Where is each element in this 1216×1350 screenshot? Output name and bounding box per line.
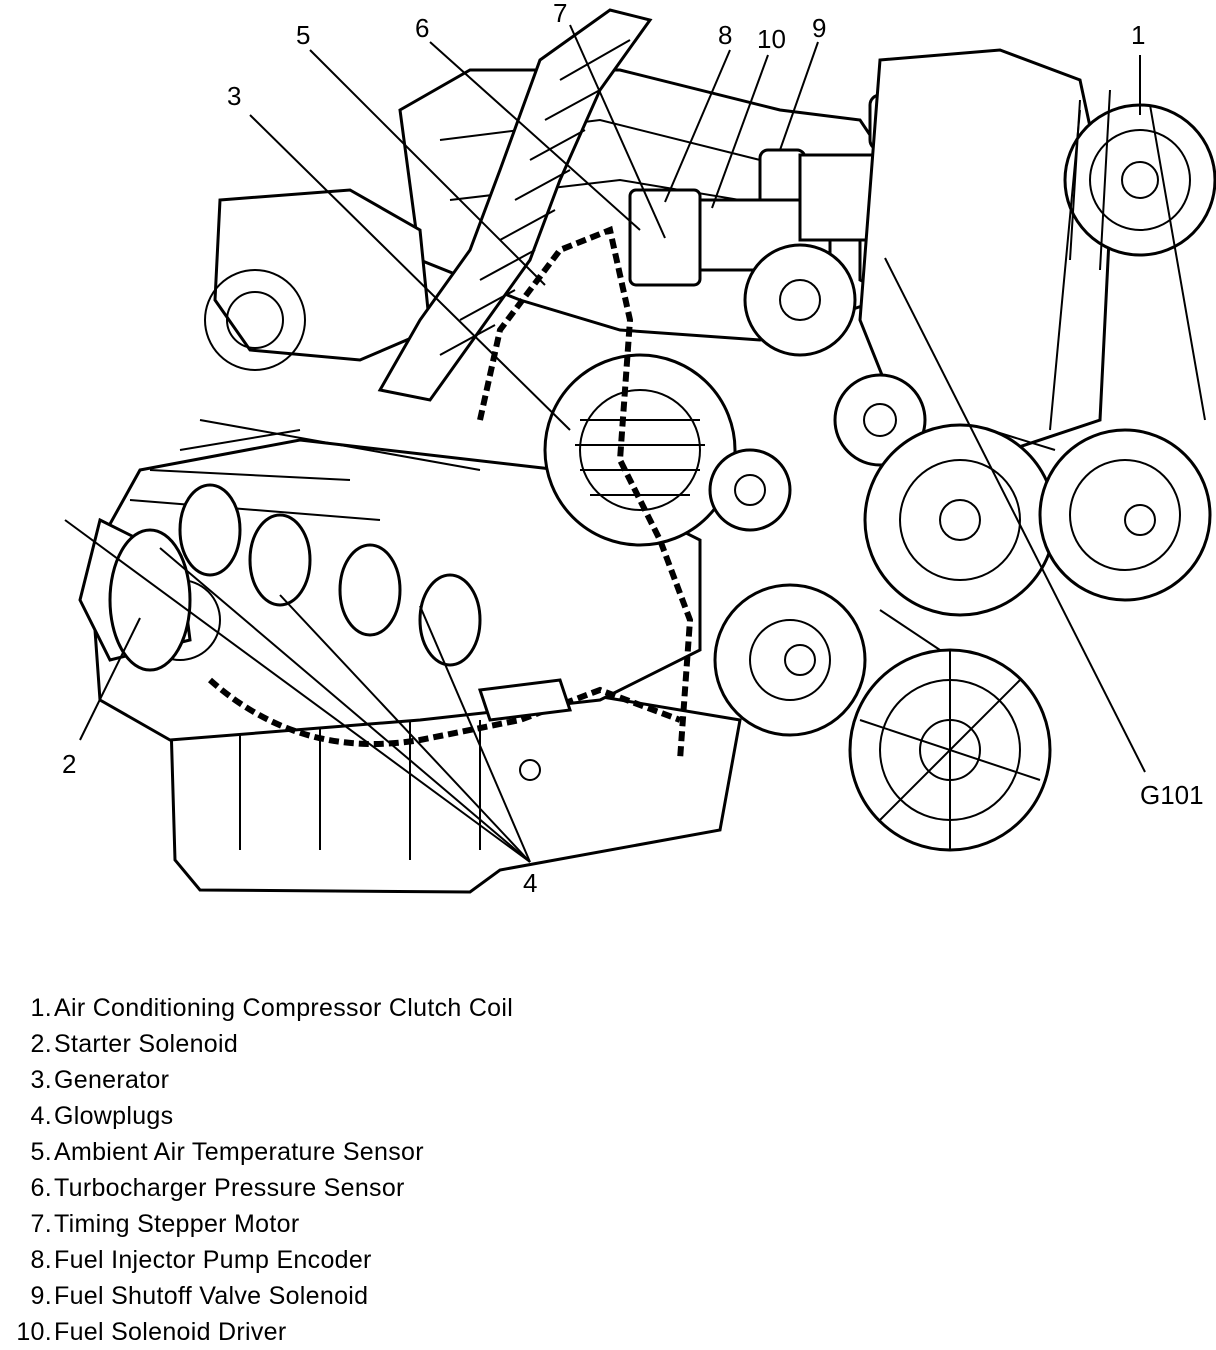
callout-1: 1 xyxy=(1131,20,1145,50)
legend-item: 10.Fuel Solenoid Driver xyxy=(0,1314,640,1350)
legend-item-label: Timing Stepper Motor xyxy=(54,1209,300,1238)
callout-6: 6 xyxy=(415,13,429,43)
legend-item-number: 6. xyxy=(30,1173,52,1202)
legend-item-number: 10. xyxy=(16,1317,52,1346)
legend-item-number: 2. xyxy=(30,1029,52,1058)
legend-item-label: Turbocharger Pressure Sensor xyxy=(54,1173,405,1202)
legend-item-number: 9. xyxy=(30,1281,52,1310)
legend-item-number: 1. xyxy=(30,993,52,1022)
legend-item: 1.Air Conditioning Compressor Clutch Coi… xyxy=(0,990,640,1026)
callout-3: 3 xyxy=(227,81,241,111)
legend-item: 2.Starter Solenoid xyxy=(0,1026,640,1062)
parts-legend: 1.Air Conditioning Compressor Clutch Coi… xyxy=(0,990,640,1350)
legend-item: 9.Fuel Shutoff Valve Solenoid xyxy=(0,1278,640,1314)
legend-item-label: Fuel Shutoff Valve Solenoid xyxy=(54,1281,369,1310)
legend-item-label: Fuel Solenoid Driver xyxy=(54,1317,287,1346)
legend-item-number: 3. xyxy=(30,1065,52,1094)
legend-item: 3.Generator xyxy=(0,1062,640,1098)
callout-7: 7 xyxy=(553,0,567,28)
callout-10: 10 xyxy=(757,24,786,54)
legend-item: 5.Ambient Air Temperature Sensor xyxy=(0,1134,640,1170)
engine-illustration xyxy=(78,8,1216,894)
engine-diagram: 1 2 3 4 5 6 7 8 10 9 G101 xyxy=(62,0,1216,898)
legend-item-label: Air Conditioning Compressor Clutch Coil xyxy=(54,993,514,1022)
callout-2: 2 xyxy=(62,749,76,779)
legend-item: 8.Fuel Injector Pump Encoder xyxy=(0,1242,640,1278)
callouts: 1 2 3 4 5 6 7 8 10 9 G101 xyxy=(62,0,1204,898)
legend-item-number: 8. xyxy=(30,1245,52,1274)
legend-item: 6.Turbocharger Pressure Sensor xyxy=(0,1170,640,1206)
callout-8: 8 xyxy=(718,20,732,50)
leader-lines xyxy=(64,24,1146,863)
legend-item-number: 4. xyxy=(30,1101,52,1130)
legend-item-label: Starter Solenoid xyxy=(54,1029,239,1058)
legend-item-label: Glowplugs xyxy=(54,1101,174,1130)
callout-g101: G101 xyxy=(1140,780,1204,810)
callout-9: 9 xyxy=(812,13,826,43)
legend-item: 4.Glowplugs xyxy=(0,1098,640,1134)
legend-item-label: Generator xyxy=(54,1065,170,1094)
legend-item-label: Ambient Air Temperature Sensor xyxy=(54,1137,424,1166)
legend-item-label: Fuel Injector Pump Encoder xyxy=(54,1245,372,1274)
callout-5: 5 xyxy=(296,20,310,50)
legend-item: 7.Timing Stepper Motor xyxy=(0,1206,640,1242)
legend-item-number: 7. xyxy=(30,1209,52,1238)
legend-item-number: 5. xyxy=(30,1137,52,1166)
callout-4: 4 xyxy=(523,868,537,898)
